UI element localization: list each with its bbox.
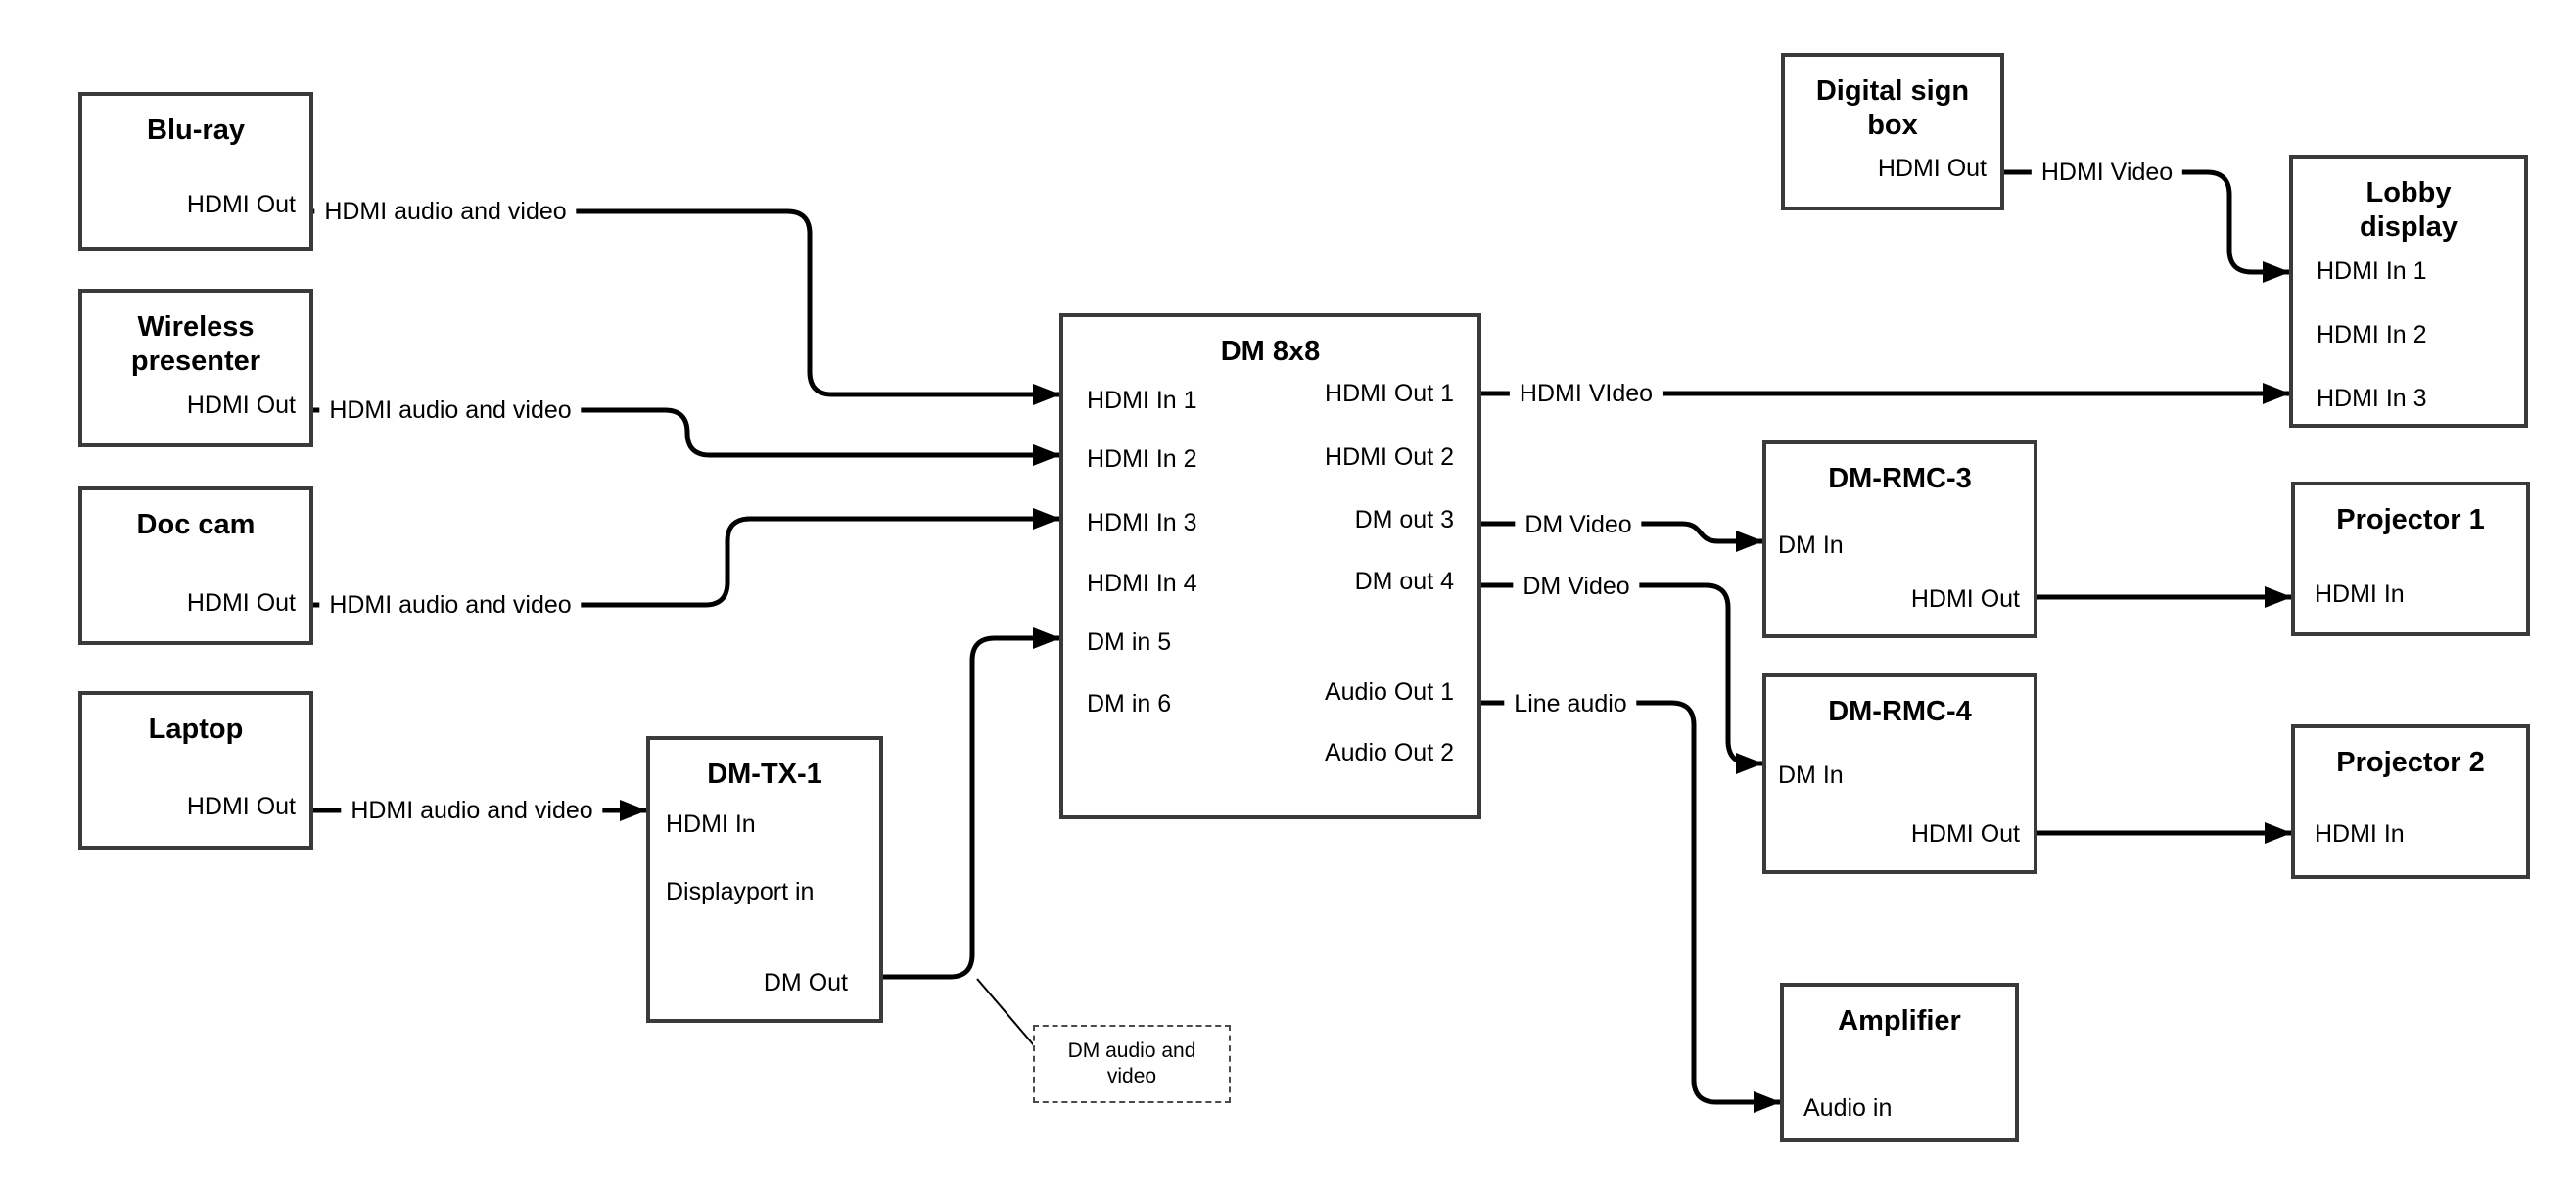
callout-text: DM audio and video xyxy=(1067,1039,1196,1087)
device-title-projector-2: Projector 2 xyxy=(2336,747,2485,778)
port-dmrmc4-dm-in: DM In xyxy=(1778,762,1844,789)
port-lobby-hdmi-in-1: HDMI In 1 xyxy=(2317,257,2427,285)
device-dm-8x8: DM 8x8 HDMI In 1 HDMI In 2 HDMI In 3 HDM… xyxy=(1059,313,1481,819)
device-digital-sign-box: Digital sign box HDMI Out xyxy=(1781,53,2004,210)
wire-label-hdmi-video-signbox: HDMI Video xyxy=(2031,159,2183,186)
port-dmtx1-displayport-in: Displayport in xyxy=(666,878,815,905)
port-dm8x8-hdmi-out-2: HDMI Out 2 xyxy=(1325,443,1454,471)
device-title-amplifier: Amplifier xyxy=(1838,1005,1961,1037)
device-dm-tx-1: DM-TX-1 HDMI In Displayport in DM Out xyxy=(646,736,883,1023)
device-wireless-presenter: Wireless presenter HDMI Out xyxy=(78,289,313,447)
wire-dm8x8-dm-out-3-to-dmrmc3-dm-in xyxy=(1481,521,1763,552)
port-dm8x8-hdmi-in-1: HDMI In 1 xyxy=(1087,387,1197,414)
port-dmrmc3-hdmi-out: HDMI Out xyxy=(1910,585,2020,613)
device-title-wireless-presenter: Wireless presenter xyxy=(130,311,261,377)
wire-doccam-to-dm8x8-hdmi-in-3 xyxy=(313,508,1060,608)
port-amplifier-audio-in: Audio in xyxy=(1803,1094,1893,1122)
port-signbox-hdmi-out: HDMI Out xyxy=(1877,155,1987,182)
device-title-bluray: Blu-ray xyxy=(147,115,245,146)
wire-label-dm-video-rmc3: DM Video xyxy=(1515,511,1642,538)
port-dmtx1-dm-out: DM Out xyxy=(763,969,848,996)
port-dmrmc3-dm-in: DM In xyxy=(1778,531,1844,559)
port-dm8x8-dm-in-6: DM in 6 xyxy=(1087,690,1172,717)
wire-dm8x8-audio-out-1-to-amplifier xyxy=(1481,700,1781,1113)
device-title-dm-8x8: DM 8x8 xyxy=(1220,336,1321,367)
wire-dmtx1-to-dm8x8-dm-in-5 xyxy=(883,627,1060,980)
device-title-dm-rmc-4: DM-RMC-4 xyxy=(1828,696,1972,727)
device-laptop: Laptop HDMI Out xyxy=(78,691,313,850)
port-dm8x8-dm-in-5: DM in 5 xyxy=(1087,628,1172,656)
device-lobby-display: Lobby display HDMI In 1 HDMI In 2 HDMI I… xyxy=(2289,155,2528,428)
callout-leader-line xyxy=(976,978,1035,1046)
wire-label-hdmi-video-lobby: HDMI VIdeo xyxy=(1509,380,1663,407)
wire-signbox-to-lobby-hdmi-in-1 xyxy=(2004,169,2290,283)
port-wireless-hdmi-out: HDMI Out xyxy=(186,392,296,419)
device-title-lobby-display: Lobby display xyxy=(2360,177,2458,243)
wire-label-laptop-hdmi-av: HDMI audio and video xyxy=(341,797,603,824)
device-title-projector-1: Projector 1 xyxy=(2336,504,2485,535)
device-amplifier: Amplifier Audio in xyxy=(1780,983,2019,1142)
device-title-dm-rmc-3: DM-RMC-3 xyxy=(1828,463,1972,494)
port-laptop-hdmi-out: HDMI Out xyxy=(186,793,296,820)
device-title-laptop: Laptop xyxy=(148,714,244,745)
port-dmtx1-hdmi-in: HDMI In xyxy=(666,810,756,838)
wire-label-line-audio: Line audio xyxy=(1504,690,1637,717)
wire-label-bluray-hdmi-av: HDMI audio and video xyxy=(314,198,577,225)
device-dm-rmc-4: DM-RMC-4 DM In HDMI Out xyxy=(1762,673,2037,874)
port-dmrmc4-hdmi-out: HDMI Out xyxy=(1910,820,2020,848)
device-projector-2: Projector 2 HDMI In xyxy=(2291,724,2530,879)
device-dm-rmc-3: DM-RMC-3 DM In HDMI Out xyxy=(1762,440,2037,638)
wire-bluray-to-dm8x8-hdmi-in-1 xyxy=(313,208,1060,405)
device-bluray: Blu-ray HDMI Out xyxy=(78,92,313,251)
port-dm8x8-audio-out-2: Audio Out 2 xyxy=(1324,739,1454,766)
wire-label-dm-video-rmc4: DM Video xyxy=(1513,573,1640,600)
device-title-digital-sign-box: Digital sign box xyxy=(1815,75,1970,141)
device-doc-cam: Doc cam HDMI Out xyxy=(78,486,313,645)
port-dm8x8-dm-out-4: DM out 4 xyxy=(1354,568,1454,595)
device-projector-1: Projector 1 HDMI In xyxy=(2291,482,2530,636)
port-lobby-hdmi-in-2: HDMI In 2 xyxy=(2317,321,2427,348)
port-dm8x8-hdmi-out-1: HDMI Out 1 xyxy=(1325,380,1454,407)
wire-dm8x8-dm-out-4-to-dmrmc4-dm-in xyxy=(1481,582,1763,774)
wire-label-wireless-hdmi-av: HDMI audio and video xyxy=(319,396,582,424)
port-dm8x8-dm-out-3: DM out 3 xyxy=(1354,506,1454,533)
port-bluray-hdmi-out: HDMI Out xyxy=(186,191,296,218)
port-dm8x8-hdmi-in-3: HDMI In 3 xyxy=(1087,509,1197,536)
port-dm8x8-audio-out-1: Audio Out 1 xyxy=(1324,678,1454,706)
wire-label-doccam-hdmi-av: HDMI audio and video xyxy=(319,591,582,619)
port-dm8x8-hdmi-in-4: HDMI In 4 xyxy=(1087,570,1197,597)
wire-wireless-to-dm8x8-hdmi-in-2 xyxy=(313,407,1060,466)
port-projector1-hdmi-in: HDMI In xyxy=(2315,580,2405,608)
port-dm8x8-hdmi-in-2: HDMI In 2 xyxy=(1087,445,1197,473)
device-title-dm-tx-1: DM-TX-1 xyxy=(707,759,822,790)
port-doccam-hdmi-out: HDMI Out xyxy=(186,589,296,617)
port-lobby-hdmi-in-3: HDMI In 3 xyxy=(2317,385,2427,412)
device-title-doc-cam: Doc cam xyxy=(136,509,256,540)
port-projector2-hdmi-in: HDMI In xyxy=(2315,820,2405,848)
callout-dm-audio-video: DM audio and video xyxy=(1033,1025,1231,1103)
